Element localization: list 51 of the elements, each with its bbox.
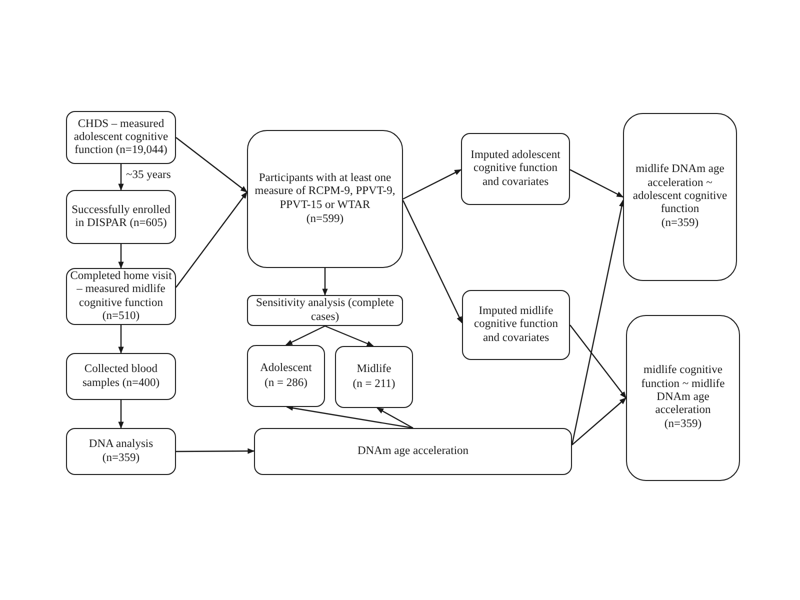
process-box (462, 290, 570, 360)
process-box (66, 111, 176, 164)
arrow (572, 398, 627, 446)
box-label: Collected blood samples (n=400) (81, 363, 161, 390)
box-label: midlife cognitive function ~ midlife DNAm age acceleration (640, 364, 726, 418)
box-label: Sensitivity analysis (complete cases) (255, 297, 395, 324)
box-label: DNAm age acceleration (357, 444, 469, 458)
box-label: DNA analysis (n=359) (88, 438, 154, 465)
arrow (118, 244, 124, 269)
process-box (247, 295, 403, 326)
box-label: (n=359) (661, 217, 699, 231)
arrow (176, 448, 255, 454)
box-label: midlife DNAm age acceleration ~ adolescent cognitive function (632, 163, 728, 216)
arrow (176, 137, 248, 193)
box-label: Imputed adolescent cognitive function and covariates (470, 149, 562, 189)
process-box (66, 428, 176, 475)
box-label: Midlife (356, 363, 392, 376)
box-label: (n = 211) (352, 378, 396, 391)
process-box (623, 113, 737, 281)
arrow (285, 325, 326, 346)
box-label: (n=599) (306, 212, 344, 226)
box-label: Completed home visit – measured midlife cognitive function (n=510) (70, 270, 172, 323)
arrow (176, 192, 248, 288)
arrow (118, 400, 124, 429)
box-label: Participants with at least one measure of RCPM-9, PPVT-9, PPVT-15 or WTAR (254, 172, 396, 212)
process-box (626, 315, 740, 481)
box-label: Imputed midlife cognitive function and covariates (473, 305, 559, 345)
arrow (570, 169, 624, 198)
box-label: CHDS – measured adolescent cognitive function (n=19,044) (72, 118, 170, 158)
arrow (118, 325, 124, 354)
process-box (254, 428, 572, 475)
arrow (570, 324, 626, 399)
process-box (335, 346, 413, 408)
arrow (402, 200, 463, 324)
process-box (66, 190, 176, 244)
process-box (247, 345, 325, 407)
arrow (286, 405, 414, 429)
box-label: Adolescent (260, 362, 312, 376)
box-label: Successfully enrolled in DISPAR (n=605) (70, 204, 172, 230)
process-box (247, 130, 403, 268)
arrow (402, 169, 462, 200)
arrow (571, 200, 624, 446)
process-box (66, 353, 176, 400)
arrow (322, 268, 328, 296)
box-label: (n = 286) (264, 376, 308, 390)
box-label: (n=359) (664, 418, 702, 432)
arrow (324, 325, 374, 347)
arrow (118, 164, 124, 191)
process-box (461, 133, 570, 205)
edge-label: ~35 years (124, 169, 173, 183)
arrow (376, 407, 414, 429)
